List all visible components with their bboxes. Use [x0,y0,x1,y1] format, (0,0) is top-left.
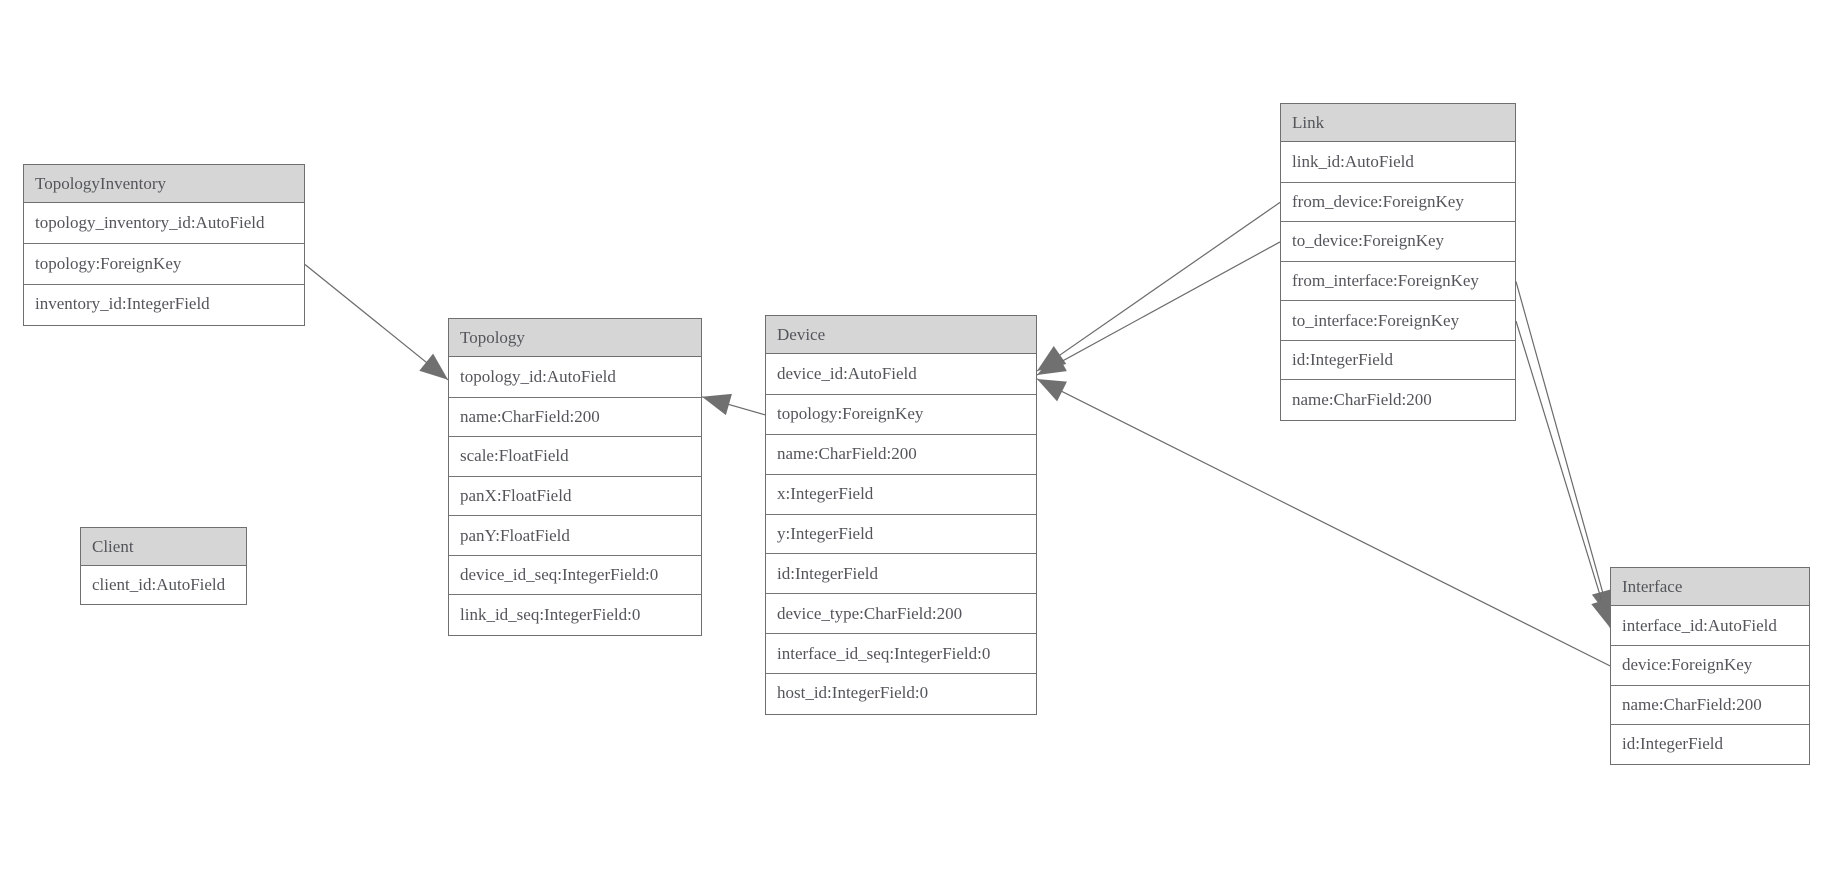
entity-table-device: Device device_id:AutoField topology:Foreig… [765,315,1037,715]
field-row: id:IntegerField [1611,723,1809,763]
field-row: device:ForeignKey [1611,645,1809,684]
entity-header: Client [81,528,246,566]
field-row: panY:FloatField [449,515,701,555]
field-row: interface_id:AutoField [1622,615,1777,635]
entity-table-interface: Interface interface_id:AutoField device:Fo… [1610,567,1810,765]
field-row: scale:FloatField [449,436,701,476]
entity-header: Interface [1611,568,1809,606]
entity-header: TopologyInventory [24,165,304,203]
field-row: host_id:IntegerField:0 [766,673,1036,713]
arrowhead [1037,378,1067,402]
entity-header: Device [766,316,1036,354]
field-row: to_interface:ForeignKey [1281,300,1515,340]
arrowhead [1037,345,1067,371]
field-row: device_id:AutoField [777,363,917,383]
field-row: id:IntegerField [766,553,1036,593]
field-row: panX:FloatField [449,475,701,516]
relationship-line [1515,281,1611,619]
field-row: device_type:CharField:200 [766,593,1036,633]
relationship-line [1036,201,1281,372]
field-row: to_device:ForeignKey [1281,221,1515,261]
field-row: name:CharField:200 [1281,379,1515,419]
relationship-line [304,264,449,381]
arrowhead [1037,351,1067,375]
field-row: client_id:AutoField [92,574,226,594]
field-row: from_interface:ForeignKey [1281,260,1515,301]
relationship-line [1036,378,1611,667]
relationship-line [1515,320,1611,628]
entity-table-topology: Topology topology_id:AutoField name:CharFi… [448,318,702,636]
field-row: topology:ForeignKey [766,393,1036,434]
field-row: link_id_seq:IntegerField:0 [449,594,701,634]
field-row: inventory_id:IntegerField [24,283,304,324]
entity-table-client: Client client_id:AutoField [80,527,247,605]
field-row: name:CharField:200 [1611,684,1809,724]
field-row: link_id:AutoField [1292,151,1414,171]
arrowhead [702,393,732,416]
field-row: from_device:ForeignKey [1281,181,1515,222]
field-row: topology_id:AutoField [460,366,616,386]
field-row: x:IntegerField [766,473,1036,514]
field-row: id:IntegerField [1281,339,1515,380]
field-row: device_id_seq:IntegerField:0 [449,554,701,595]
relationship-line [1036,241,1281,376]
entity-header: Link [1281,104,1515,142]
field-row: topology:ForeignKey [24,243,304,283]
arrowhead [419,353,448,380]
relationship-line [701,396,766,416]
field-row: topology_inventory_id:AutoField [35,213,265,233]
entity-header: Topology [449,319,701,357]
field-row: name:CharField:200 [449,396,701,437]
entity-table-link: Link link_id:AutoField from_device:Foreign… [1280,103,1516,421]
entity-table-topologyinventory: TopologyInventory topology_inventory_id:A… [23,164,305,326]
field-row: name:CharField:200 [766,433,1036,474]
field-row: y:IntegerField [766,513,1036,554]
field-row: interface_id_seq:IntegerField:0 [766,633,1036,673]
